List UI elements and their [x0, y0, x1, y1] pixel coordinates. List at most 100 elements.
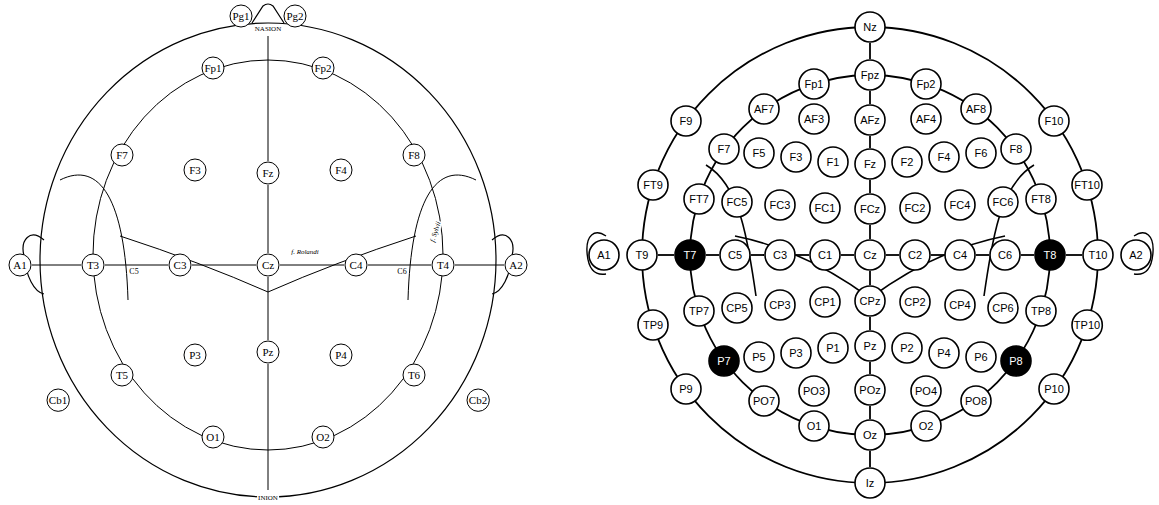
electrode-line — [368, 265, 431, 266]
electrode-outline — [627, 240, 657, 270]
electrode-outline — [638, 170, 668, 200]
electrode-label: A1 — [13, 259, 26, 271]
electrode-label: Pz — [263, 346, 274, 358]
electrode-label: C2 — [908, 249, 922, 261]
electrode-outline — [684, 296, 714, 326]
electrode-line — [706, 254, 719, 256]
electrode-circle: AF3 — [798, 103, 830, 135]
electrode-label: C4 — [350, 259, 363, 271]
electrode-label: TP7 — [689, 305, 709, 317]
electrode-circle: P1 — [817, 332, 849, 364]
electrode-circle: C1 — [809, 239, 841, 271]
electrode-outline — [257, 162, 279, 184]
electrode-circle: FT7 — [683, 183, 715, 215]
electrode-circle: PO8 — [960, 385, 992, 417]
electrode-outline — [47, 389, 69, 411]
electrode-circle: A2 — [504, 253, 528, 277]
electrode-circle: O1 — [201, 425, 225, 449]
electrode-outline — [671, 106, 701, 136]
electrode-circle: AFz — [854, 104, 886, 136]
electrode-circle: F4 — [329, 158, 353, 182]
electrode-outline — [900, 193, 930, 223]
electrode-label: TP10 — [1074, 319, 1100, 331]
electrode-outline — [284, 5, 306, 27]
electrode-outline — [765, 290, 795, 320]
electrode-label: P10 — [1044, 383, 1064, 395]
electrode-circle: CPz — [854, 285, 886, 317]
landmark-label: C5 — [128, 268, 139, 276]
electrode-label: FC2 — [905, 202, 926, 214]
electrode-label: CP2 — [904, 296, 925, 308]
electrode-outline — [257, 341, 279, 363]
electrode-label: FT7 — [689, 193, 709, 205]
electrode-outline — [1072, 310, 1102, 340]
electrode-circle: FC1 — [809, 192, 841, 224]
electrode-circle: Fpz — [854, 59, 886, 91]
electrode-outline — [722, 187, 752, 217]
electrode-label: AF7 — [754, 103, 774, 115]
electrode-circle: CP3 — [764, 289, 796, 321]
electrode-line — [268, 185, 269, 253]
electrode-circle: Fp2 — [910, 68, 942, 100]
electrode-circle: F2 — [891, 146, 923, 178]
electrode-line — [869, 317, 871, 330]
electrode-label: FC5 — [727, 196, 748, 208]
electrode-outline — [966, 342, 996, 372]
electrode-line — [976, 254, 989, 256]
electrode-outline — [312, 426, 334, 448]
electrode-circle: T6 — [402, 363, 426, 387]
electrode-outline — [345, 254, 367, 276]
electrode-label: FC1 — [815, 202, 836, 214]
electrode-label: F3 — [790, 151, 803, 163]
electrode-circle: FC3 — [764, 189, 796, 221]
electrode-label: Pg2 — [286, 10, 303, 22]
electrode-circle: Oz — [854, 419, 886, 451]
electrode-circle: P5 — [743, 341, 775, 373]
electrode-label: A1 — [597, 249, 610, 261]
electrode-circle: C6 — [989, 239, 1021, 271]
electrode-circle: C4 — [944, 239, 976, 271]
electrode-label: FC6 — [993, 196, 1014, 208]
electrode-outline — [720, 240, 750, 270]
electrode-circle: FC4 — [944, 189, 976, 221]
electrode-outline — [169, 254, 191, 276]
electrode-circle: T9 — [626, 239, 658, 271]
electrode-outline — [765, 190, 795, 220]
electrode-circle: Pg1 — [229, 4, 253, 28]
electrode-circle: P9 — [670, 373, 702, 405]
electrode-label: Fz — [864, 158, 876, 170]
electrode-label: Cz — [863, 249, 876, 261]
electrode-circle: FT8 — [1025, 183, 1057, 215]
electrode-line — [886, 254, 899, 256]
electrode-outline — [966, 138, 996, 168]
electrode-label: O1 — [206, 431, 219, 443]
electrode-circle: C3 — [168, 253, 192, 277]
electrode-label: Fp1 — [805, 78, 824, 90]
landmark-label: f. Rolandi — [290, 249, 320, 256]
electrode-line — [455, 265, 504, 266]
electrode-outline — [467, 389, 489, 411]
electrode-label: F10 — [1045, 115, 1064, 127]
electrode-line — [869, 406, 871, 419]
electrode-label: F2 — [901, 156, 914, 168]
electrode-circle: Iz — [854, 467, 886, 499]
electrode-outline — [818, 333, 848, 363]
electrode-circle: CP1 — [809, 286, 841, 318]
electrode-outline — [855, 286, 885, 316]
electrode-outline — [945, 240, 975, 270]
electrode-outline — [638, 310, 668, 340]
electrode-outline — [257, 254, 279, 276]
electrode-outline — [432, 254, 454, 276]
electrode-outline — [184, 344, 206, 366]
central-sulcus — [120, 236, 268, 292]
electrode-outline — [202, 426, 224, 448]
electrode-label: FC3 — [770, 199, 791, 211]
electrode-outline — [1001, 134, 1031, 164]
electrode-label: T9 — [636, 249, 649, 261]
electrode-outline — [961, 94, 991, 124]
electrode-outline — [749, 94, 779, 124]
electrode-label: POz — [859, 384, 880, 396]
electrode-outline — [230, 5, 252, 27]
electrode-circle: C5 — [719, 239, 751, 271]
electrode-label: C3 — [773, 249, 787, 261]
